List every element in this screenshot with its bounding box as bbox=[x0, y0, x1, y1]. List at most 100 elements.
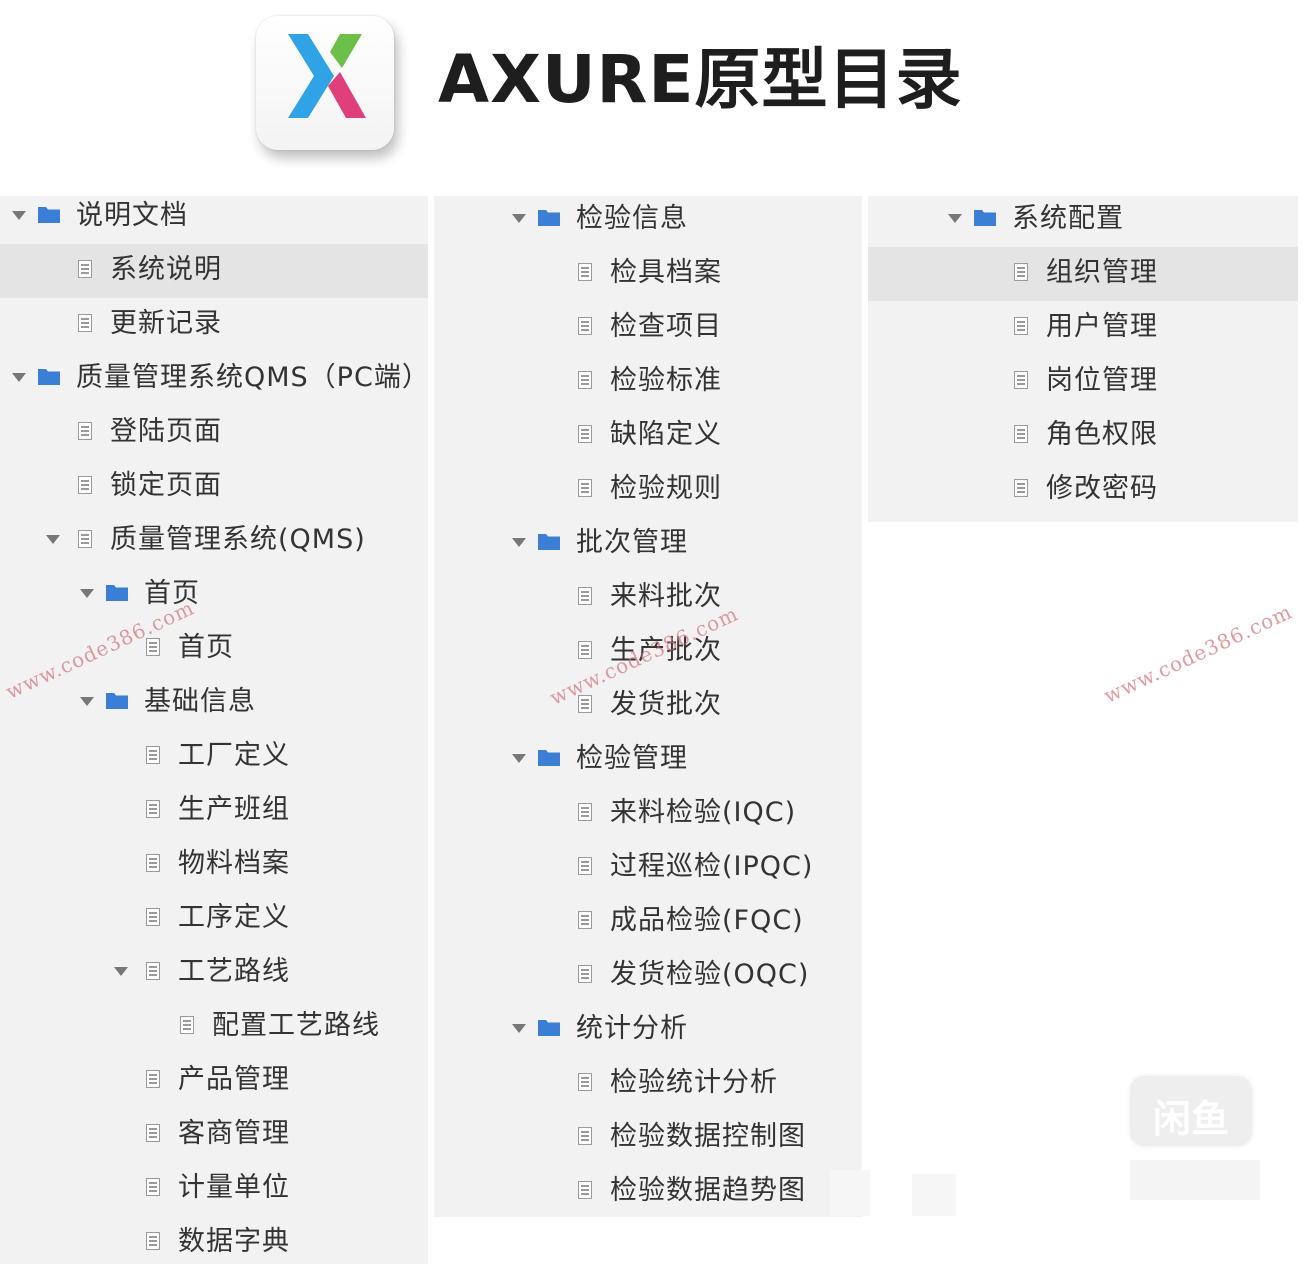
sitemap-page[interactable]: 首页 bbox=[0, 622, 428, 676]
caret-down-icon[interactable] bbox=[80, 697, 94, 706]
page-icon bbox=[578, 1073, 592, 1091]
sitemap-item-label: 更新记录 bbox=[110, 308, 222, 339]
sitemap-page[interactable]: 修改密码 bbox=[868, 463, 1298, 517]
sitemap-item-label: 计量单位 bbox=[178, 1172, 290, 1203]
page-icon bbox=[1014, 317, 1028, 335]
page-icon bbox=[578, 641, 592, 659]
folder-icon bbox=[974, 209, 996, 226]
sitemap-page[interactable]: 角色权限 bbox=[868, 409, 1298, 463]
sitemap-folder[interactable]: 统计分析 bbox=[434, 1003, 862, 1057]
sitemap-page[interactable]: 检查项目 bbox=[434, 301, 862, 355]
sitemap-page[interactable]: 过程巡检(IPQC) bbox=[434, 841, 862, 895]
sitemap-page[interactable]: 配置工艺路线 bbox=[0, 1000, 428, 1054]
sitemap-page[interactable]: 锁定页面 bbox=[0, 460, 428, 514]
sitemap-folder[interactable]: 说明文档 bbox=[0, 190, 428, 244]
caret-down-icon[interactable] bbox=[512, 214, 526, 223]
sitemap-item-label: 物料档案 bbox=[178, 848, 290, 879]
sitemap-page[interactable]: 生产批次 bbox=[434, 625, 862, 679]
page-icon bbox=[578, 1181, 592, 1199]
folder-icon bbox=[538, 533, 560, 550]
sitemap-item-label: 产品管理 bbox=[178, 1064, 290, 1095]
folder-icon bbox=[538, 209, 560, 226]
caret-down-icon[interactable] bbox=[12, 211, 26, 220]
folder-icon bbox=[38, 368, 60, 385]
sitemap-folder[interactable]: 检验管理 bbox=[434, 733, 862, 787]
sitemap-folder[interactable]: 质量管理系统QMS（PC端） bbox=[0, 352, 430, 406]
folder-icon bbox=[106, 584, 128, 601]
caret-down-icon[interactable] bbox=[512, 754, 526, 763]
sitemap-page[interactable]: 发货批次 bbox=[434, 679, 862, 733]
caret-down-icon[interactable] bbox=[46, 535, 60, 544]
sitemap-page[interactable]: 来料检验(IQC) bbox=[434, 787, 862, 841]
xianyu-badge: 闲鱼 bbox=[1130, 1076, 1252, 1146]
caret-down-icon[interactable] bbox=[12, 373, 26, 382]
sitemap-item-label: 检验统计分析 bbox=[610, 1067, 778, 1098]
page-icon bbox=[180, 1016, 194, 1034]
sitemap-item-label: 说明文档 bbox=[76, 200, 188, 231]
sitemap-page[interactable]: 生产班组 bbox=[0, 784, 428, 838]
sitemap-page[interactable]: 产品管理 bbox=[0, 1054, 428, 1108]
folder-icon bbox=[538, 749, 560, 766]
sitemap-page[interactable]: 更新记录 bbox=[0, 298, 428, 352]
sitemap-item-label: 首页 bbox=[178, 632, 234, 663]
sitemap-folder[interactable]: 检验信息 bbox=[434, 193, 862, 247]
sitemap-page[interactable]: 检验数据控制图 bbox=[434, 1111, 862, 1165]
caret-down-icon[interactable] bbox=[948, 214, 962, 223]
page-icon bbox=[78, 422, 92, 440]
caret-down-icon[interactable] bbox=[512, 1024, 526, 1033]
sitemap-item-label: 工厂定义 bbox=[178, 740, 290, 771]
caret-down-icon[interactable] bbox=[80, 589, 94, 598]
sitemap-page[interactable]: 质量管理系统(QMS) bbox=[0, 514, 428, 568]
watermark: www.code386.com bbox=[1100, 599, 1296, 708]
sitemap-item-label: 数据字典 bbox=[178, 1226, 290, 1257]
sitemap-page[interactable]: 数据字典 bbox=[0, 1216, 428, 1270]
sitemap-page[interactable]: 发货检验(OQC) bbox=[434, 949, 862, 1003]
page-icon bbox=[146, 1178, 160, 1196]
page-icon bbox=[78, 314, 92, 332]
axure-logo-icon bbox=[256, 16, 394, 150]
sitemap-page[interactable]: 检验统计分析 bbox=[434, 1057, 862, 1111]
page-title: AXURE原型目录 bbox=[438, 41, 963, 118]
sitemap-item-label: 工序定义 bbox=[178, 902, 290, 933]
caret-down-icon[interactable] bbox=[512, 538, 526, 547]
sitemap-folder[interactable]: 系统配置 bbox=[868, 193, 1298, 247]
page-icon bbox=[578, 479, 592, 497]
page-icon bbox=[146, 638, 160, 656]
sitemap-page[interactable]: 缺陷定义 bbox=[434, 409, 862, 463]
sitemap-page[interactable]: 用户管理 bbox=[868, 301, 1298, 355]
sitemap-page[interactable]: 检验规则 bbox=[434, 463, 862, 517]
sitemap-page[interactable]: 检验数据趋势图 bbox=[434, 1165, 862, 1219]
page-icon bbox=[578, 263, 592, 281]
sitemap-item-label: 检验标准 bbox=[610, 365, 722, 396]
sitemap-page[interactable]: 检具档案 bbox=[434, 247, 862, 301]
sitemap-item-label: 检验数据趋势图 bbox=[610, 1175, 806, 1206]
sitemap-page[interactable]: 成品检验(FQC) bbox=[434, 895, 862, 949]
sitemap-page[interactable]: 客商管理 bbox=[0, 1108, 428, 1162]
blur-patch bbox=[1130, 1160, 1260, 1200]
page-icon bbox=[78, 476, 92, 494]
sitemap-page[interactable]: 岗位管理 bbox=[868, 355, 1298, 409]
sitemap-page[interactable]: 登陆页面 bbox=[0, 406, 428, 460]
caret-down-icon[interactable] bbox=[114, 967, 128, 976]
page-icon bbox=[146, 854, 160, 872]
sitemap-folder[interactable]: 基础信息 bbox=[0, 676, 428, 730]
page-icon bbox=[146, 962, 160, 980]
sitemap-page[interactable]: 工序定义 bbox=[0, 892, 428, 946]
sitemap-folder[interactable]: 首页 bbox=[0, 568, 428, 622]
sitemap-item-label: 客商管理 bbox=[178, 1118, 290, 1149]
page-icon bbox=[78, 260, 92, 278]
sitemap-item-label: 锁定页面 bbox=[110, 470, 222, 501]
sitemap-page[interactable]: 组织管理 bbox=[868, 247, 1298, 301]
sitemap-folder[interactable]: 批次管理 bbox=[434, 517, 862, 571]
sitemap-page[interactable]: 工艺路线 bbox=[0, 946, 428, 1000]
page-icon bbox=[146, 908, 160, 926]
sitemap-page[interactable]: 计量单位 bbox=[0, 1162, 428, 1216]
sitemap-item-label: 登陆页面 bbox=[110, 416, 222, 447]
sitemap-page[interactable]: 物料档案 bbox=[0, 838, 428, 892]
sitemap-page[interactable]: 系统说明 bbox=[0, 244, 428, 298]
sitemap-item-label: 质量管理系统QMS（PC端） bbox=[76, 362, 430, 393]
sitemap-page[interactable]: 检验标准 bbox=[434, 355, 862, 409]
sitemap-page[interactable]: 工厂定义 bbox=[0, 730, 428, 784]
sitemap-page[interactable]: 来料批次 bbox=[434, 571, 862, 625]
sitemap-item-label: 发货检验(OQC) bbox=[610, 959, 810, 990]
